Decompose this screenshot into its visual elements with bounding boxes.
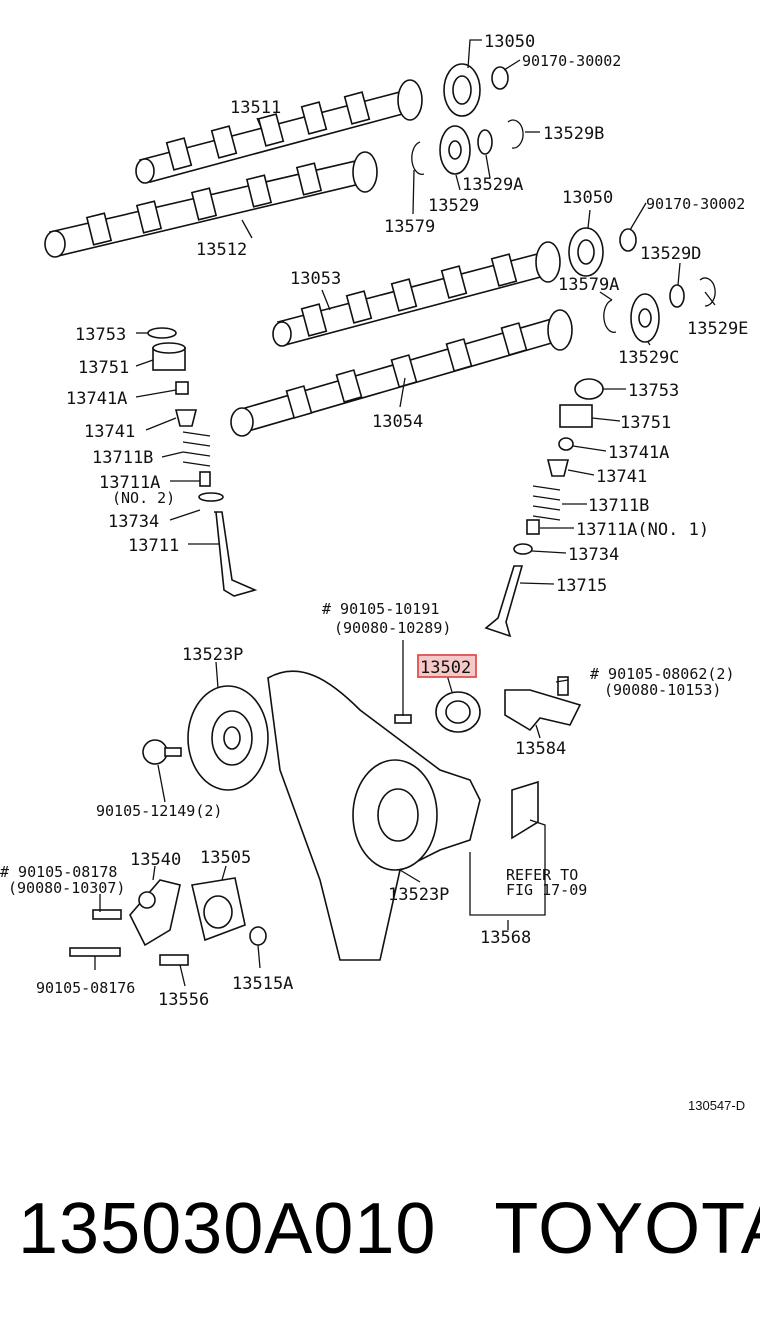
- camshaft-13053: [272, 241, 561, 347]
- valve-assembly-right: [484, 378, 604, 638]
- bolt-90105-08176: [69, 947, 121, 957]
- label-90170-b: 90170-30002: [646, 195, 745, 213]
- label-90080-10289: (90080-10289): [334, 619, 451, 637]
- label-13711A-b: 13711A(NO. 1): [576, 520, 709, 540]
- label-13741-a: 13741: [84, 422, 135, 442]
- label-13512: 13512: [196, 240, 247, 260]
- label-13529A: 13529A: [462, 175, 523, 195]
- label-90080-10307: (90080-10307): [8, 879, 125, 897]
- label-13529D: 13529D: [640, 244, 701, 264]
- bolt-90105-10191: [394, 714, 412, 724]
- label-13741A-a: 13741A: [66, 389, 127, 409]
- tensioner-13505: [191, 877, 246, 942]
- labels: 13050 90170-30002 13511 13529B 13529A 13…: [0, 32, 748, 1113]
- label-13751-b: 13751: [620, 413, 671, 433]
- camshaft-13511: [135, 79, 423, 184]
- label-13529B: 13529B: [543, 124, 604, 144]
- label-13050-a: 13050: [484, 32, 535, 52]
- label-13584: 13584: [515, 739, 566, 759]
- washer-13529A: [477, 129, 493, 155]
- camshaft-13512: [44, 151, 378, 258]
- tensioner-13540: [129, 879, 181, 947]
- label-13540: 13540: [130, 850, 181, 870]
- gear-13050-b: [568, 227, 604, 277]
- bracket-13584: [504, 676, 582, 732]
- spacer-13556: [159, 954, 189, 966]
- label-13734-b: 13734: [568, 545, 619, 565]
- label-13053: 13053: [290, 269, 341, 289]
- label-13711A-a: 13711A: [99, 473, 160, 493]
- label-90080-10153: (90080-10153): [604, 681, 721, 699]
- label-13054: 13054: [372, 412, 423, 432]
- label-13711B-b: 13711B: [588, 496, 649, 516]
- label-90105-10191: # 90105-10191: [322, 600, 439, 618]
- label-13523P-b: 13523P: [388, 885, 449, 905]
- label-13568: 13568: [480, 928, 531, 948]
- label-13050-b: 13050: [562, 188, 613, 208]
- label-13711: 13711: [128, 536, 179, 556]
- label-13556: 13556: [158, 990, 209, 1010]
- cam-pulley-13523P-a: [187, 685, 269, 791]
- label-13753-b: 13753: [628, 381, 679, 401]
- part-number: 135030A010: [18, 1189, 437, 1269]
- label-90105-12149: 90105-12149(2): [96, 802, 222, 820]
- gear-13529: [439, 125, 471, 175]
- label-13579: 13579: [384, 217, 435, 237]
- label-13579A: 13579A: [558, 275, 619, 295]
- diagram-reference-code: 130547-D: [688, 1098, 745, 1113]
- label-13529E: 13529E: [687, 319, 748, 339]
- nut-90170-b: [619, 228, 637, 252]
- label-13711B-a: 13711B: [92, 448, 153, 468]
- label-13511: 13511: [230, 98, 281, 118]
- nut-13515A: [249, 926, 267, 946]
- cam-pulley-13523P-b: [352, 759, 438, 871]
- label-90105-08062: # 90105-08062(2): [590, 665, 735, 683]
- clip-13579: [411, 141, 425, 175]
- gear-13050-a: [443, 63, 481, 117]
- label-13505: 13505: [200, 848, 251, 868]
- clip-13529B: [507, 119, 524, 149]
- clip-13529E: [699, 277, 716, 307]
- bolt-90105-12149: [142, 739, 182, 765]
- valve-assembly-left: [147, 327, 258, 597]
- label-13529: 13529: [428, 196, 479, 216]
- label-13515A: 13515A: [232, 974, 293, 994]
- caption: 135030A010 TOYOTA: [18, 1188, 760, 1270]
- label-13529C: 13529C: [618, 348, 679, 368]
- label-13502: 13502: [420, 658, 471, 678]
- idler-13502: [435, 691, 481, 733]
- label-fig: FIG 17-09: [506, 881, 587, 899]
- label-13741-b: 13741: [596, 467, 647, 487]
- label-13715: 13715: [556, 576, 607, 596]
- clip-13579A: [603, 299, 617, 333]
- label-13741A-b: 13741A: [608, 443, 669, 463]
- label-90105-08176: 90105-08176: [36, 979, 135, 997]
- leader-lines: [94, 39, 716, 987]
- label-90170-a: 90170-30002: [522, 52, 621, 70]
- label-90105-08178: # 90105-08178: [0, 863, 117, 881]
- cover-ref: [511, 780, 539, 840]
- nut-90170-a: [491, 66, 509, 90]
- brand-name: TOYOTA: [494, 1189, 760, 1269]
- bolt-90105-08178: [92, 909, 122, 920]
- label-13751-a: 13751: [78, 358, 129, 378]
- gear-13529C: [630, 293, 660, 343]
- washer-13529D: [669, 284, 685, 308]
- label-refer-to: REFER TO: [506, 866, 578, 884]
- label-13734-a: 13734: [108, 512, 159, 532]
- highlight-box-13502: [417, 654, 477, 678]
- label-13753-a: 13753: [75, 325, 126, 345]
- label-13711A-a-no: (NO. 2): [112, 489, 175, 507]
- label-13523P-a: 13523P: [182, 645, 243, 665]
- camshaft-13054: [230, 309, 573, 437]
